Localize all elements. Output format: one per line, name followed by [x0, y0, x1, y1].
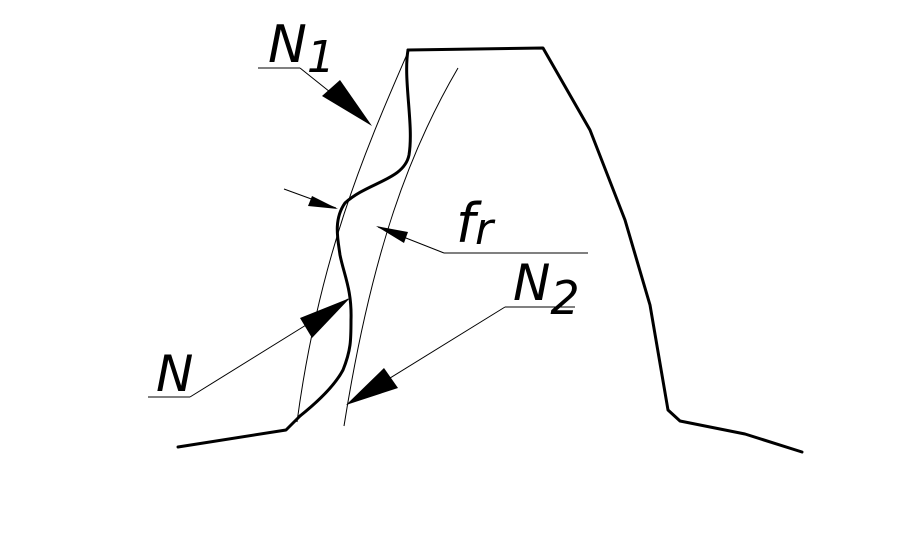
fr-arrowhead-left — [308, 196, 338, 209]
actual-profile-curve — [298, 48, 412, 418]
tooth-tip-and-right-flank — [406, 46, 804, 454]
label-n2: N2 — [513, 254, 580, 325]
n-leader — [148, 298, 350, 398]
label-n: N — [156, 345, 193, 403]
label-n1: N1 — [268, 15, 335, 83]
label-n2-main: N — [513, 254, 550, 312]
label-n1-subscript: 1 — [307, 32, 335, 83]
left-root-line — [176, 414, 302, 449]
label-n1-main: N — [268, 15, 307, 75]
profile-boundary-n2 — [343, 67, 459, 427]
n2-arrowhead — [346, 368, 398, 405]
label-fr-subscript: r — [475, 204, 496, 255]
fr-arrowhead-right — [376, 226, 408, 243]
profile-boundary-n1 — [296, 51, 409, 423]
n-arrowhead — [300, 298, 350, 338]
n1-arrowhead — [322, 80, 372, 126]
label-fr: fr — [456, 192, 496, 255]
label-n2-subscript: 2 — [550, 271, 579, 325]
n1-leader — [258, 67, 372, 126]
tooth-outline — [176, 46, 804, 454]
fr-dimension — [283, 188, 588, 254]
n2-leader — [346, 306, 575, 405]
